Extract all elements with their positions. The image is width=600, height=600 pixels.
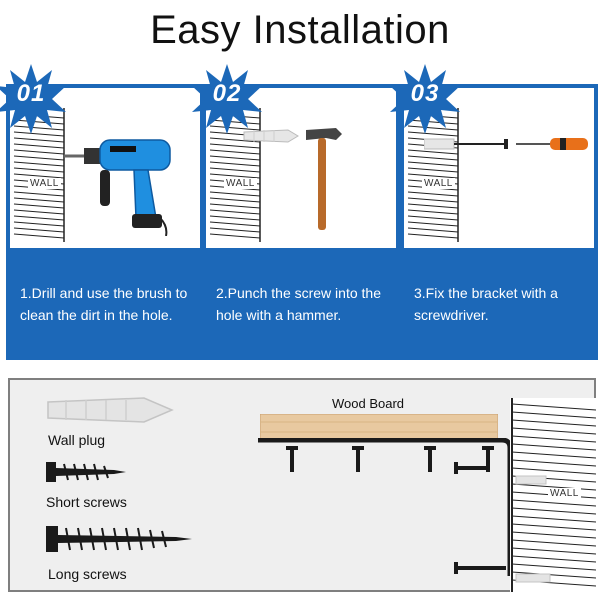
diagram-wall-label: WALL [548, 488, 581, 499]
wall-plug-icon [243, 129, 299, 143]
step-1-number: 01 [16, 80, 46, 107]
step-1: WALL 1.Drill and use the brush to clean … [0, 64, 200, 356]
long-screws-label: Long screws [48, 566, 127, 582]
wall-hatch-icon [510, 398, 596, 592]
step-3-text: 3.Fix the bracket with a screwdriver. [404, 252, 594, 356]
step-3-illustration: WALL [404, 88, 594, 248]
hammer-icon [306, 128, 342, 230]
step-2: WALL 2.Punch the screw into the hole wit… [192, 64, 396, 356]
wall-label: WALL [422, 178, 455, 189]
step-2-badge: 02 [192, 64, 262, 134]
wall-plug-icon [47, 397, 174, 423]
starburst-icon [390, 64, 460, 134]
wood-board-label: Wood Board [332, 396, 405, 411]
step-3-badge: 03 [390, 64, 460, 134]
starburst-icon [0, 64, 66, 134]
wall-plug-label: Wall plug [48, 432, 106, 448]
step-1-badge: 01 [0, 64, 66, 134]
step-3-description: 3.Fix the bracket with a screwdriver. [414, 285, 558, 323]
starburst-icon [192, 64, 262, 134]
parts-panel: Wall plug Short screws Long screws Wood … [8, 378, 596, 592]
long-screw-icon [46, 526, 192, 552]
step-2-number: 02 [212, 80, 242, 107]
step-3: WALL 3.Fix the bracket with a screwdrive… [390, 64, 594, 356]
wall-hatch-icon [209, 108, 261, 242]
wall-label: WALL [224, 178, 257, 189]
step-2-description: 2.Punch the screw into the hole with a h… [216, 285, 381, 323]
short-screws-label: Short screws [46, 494, 127, 510]
wall-hatch-icon [13, 108, 65, 242]
screwdriver-icon [516, 138, 588, 150]
step-3-number: 03 [410, 80, 440, 107]
bracket-icon [258, 438, 513, 576]
wall-label: WALL [28, 178, 61, 189]
drill-icon [64, 139, 171, 236]
step-1-text: 1.Drill and use the brush to clean the d… [10, 252, 200, 356]
short-screw-icon [46, 462, 126, 482]
page-title: Easy Installation [150, 8, 450, 52]
step-1-description: 1.Drill and use the brush to clean the d… [20, 285, 188, 323]
screw-icon [424, 138, 508, 150]
step-2-text: 2.Punch the screw into the hole with a h… [206, 252, 396, 356]
step-1-illustration: WALL [10, 88, 200, 248]
steps-band: WALL 1.Drill and use the brush to clean … [0, 64, 598, 360]
